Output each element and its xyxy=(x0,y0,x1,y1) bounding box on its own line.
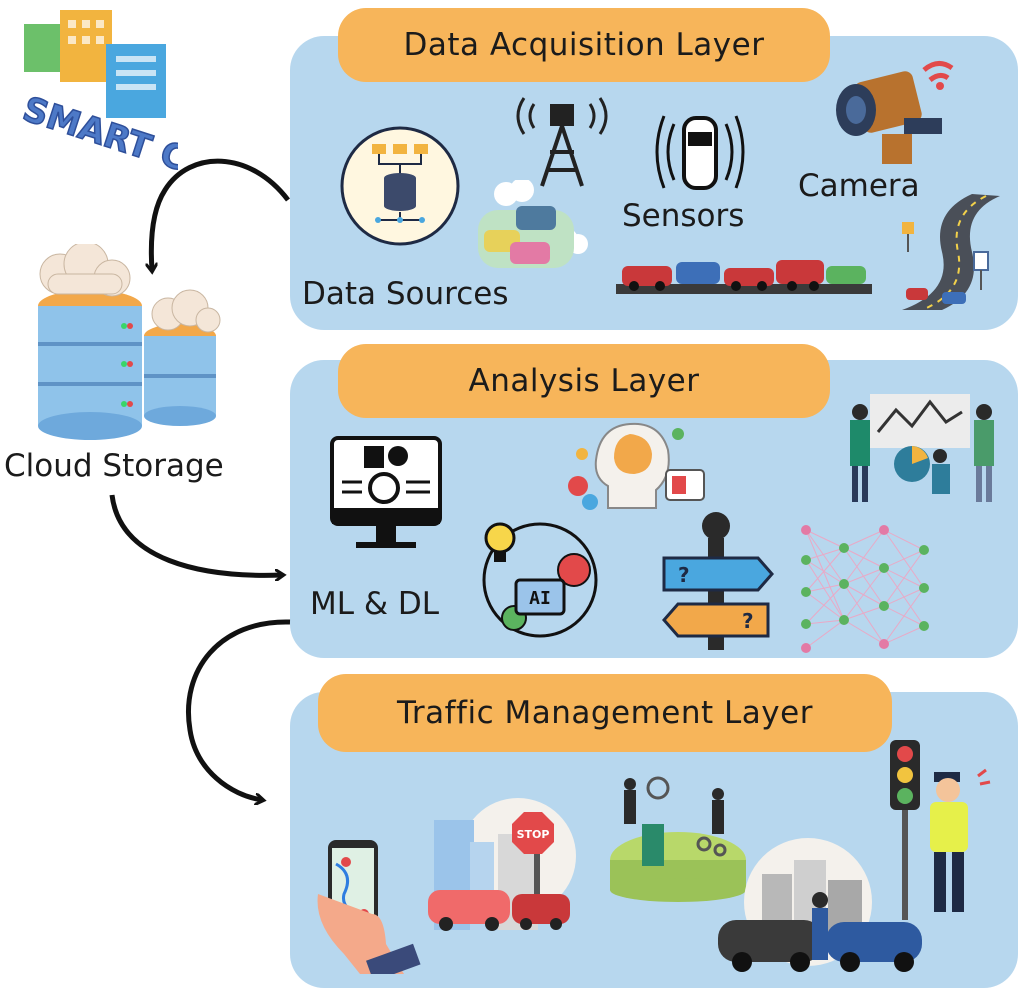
stop-sign-street-icon: STOP xyxy=(428,798,576,931)
cloud-storage-icon xyxy=(38,244,221,440)
ml-computer-icon xyxy=(330,436,442,548)
decision-signpost-icon: ? ? xyxy=(662,512,774,650)
vehicle-sensor-icon xyxy=(655,115,745,190)
arrow-acquisition-to-cloud xyxy=(151,158,290,270)
arrow-analysis-to-traffic xyxy=(186,619,291,800)
traffic-jam-icon xyxy=(616,260,872,294)
neural-network-icon xyxy=(801,525,929,653)
phone-navigation-icon xyxy=(317,840,421,974)
arrow-cloud-to-analysis xyxy=(109,494,282,575)
ml-dl-label: ML & DL xyxy=(310,586,440,622)
data-acquisition-layer-title: Data Acquisition Layer xyxy=(338,8,830,82)
smart-city-logo-icon: SMART CITY xyxy=(18,10,178,199)
traffic-management-layer-title: Traffic Management Layer xyxy=(318,674,892,752)
traffic-light-officer-icon xyxy=(890,740,991,920)
data-sources-label: Data Sources xyxy=(302,276,509,312)
stop-sign-text: STOP xyxy=(517,828,550,841)
cell-tower-icon xyxy=(516,97,608,187)
traffic-cars-icon xyxy=(478,180,588,268)
highway-icon xyxy=(902,194,1000,311)
ai-head-analytics-icon xyxy=(568,422,705,510)
traffic-police-street-icon xyxy=(718,838,922,972)
cloud-storage-label: Cloud Storage xyxy=(4,448,224,484)
ai-brain-gear-icon: AI xyxy=(482,522,598,638)
svg-text:?: ? xyxy=(742,609,754,633)
sensors-label: Sensors xyxy=(622,198,745,234)
team-data-analysis-icon xyxy=(850,394,994,502)
ai-chip-text: AI xyxy=(529,588,551,609)
security-camera-icon xyxy=(836,61,954,164)
data-sources-icon xyxy=(340,126,460,246)
svg-text:?: ? xyxy=(678,563,690,587)
analysis-layer-title: Analysis Layer xyxy=(338,344,830,418)
camera-label: Camera xyxy=(798,168,920,204)
smart-city-planning-icon xyxy=(610,776,746,902)
